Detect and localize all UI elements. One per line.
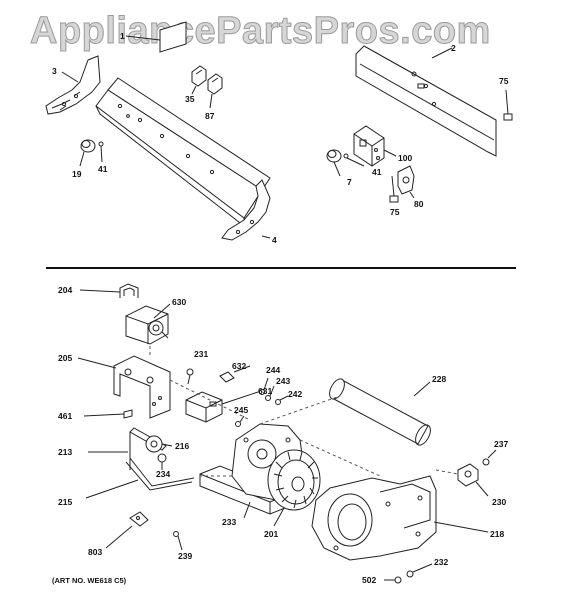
- callout-75a: 75: [499, 76, 509, 86]
- part-2-back-panel: [355, 45, 497, 157]
- callout-204: 204: [58, 285, 73, 295]
- part-631-switch: [185, 391, 259, 423]
- callout-234: 234: [156, 469, 171, 479]
- callout-244: 244: [266, 365, 281, 375]
- part-3-bracket: [45, 55, 101, 115]
- part-7-knob: [326, 149, 342, 177]
- callout-213: 213: [58, 447, 73, 457]
- part-41-clip-right: [343, 153, 365, 167]
- callout-218: 218: [490, 529, 505, 539]
- part-215-belt: [85, 457, 195, 499]
- part-242-clip: [275, 395, 289, 405]
- part-243-clip: [265, 385, 275, 401]
- callout-231: 231: [194, 349, 209, 359]
- callout-41b: 41: [372, 167, 382, 177]
- assembly-guide-lines: [149, 346, 459, 477]
- callout-19: 19: [72, 169, 82, 179]
- callout-631: 631: [258, 386, 273, 396]
- part-245-screw: [235, 415, 245, 427]
- callout-87: 87: [205, 111, 215, 121]
- part-232-screw: [406, 563, 433, 578]
- callout-461: 461: [58, 411, 73, 421]
- callout-75b: 75: [390, 207, 400, 217]
- callout-216: 216: [175, 441, 190, 451]
- part-80-socket: [397, 165, 415, 199]
- part-239-screw: [173, 531, 183, 551]
- part-234-idler: [157, 453, 167, 470]
- part-502-screw: [384, 576, 402, 584]
- callout-205: 205: [58, 353, 73, 363]
- callout-242: 242: [288, 389, 303, 399]
- part-1-plate: [125, 21, 187, 53]
- callout-215: 215: [58, 497, 73, 507]
- part-632-fuse: [219, 365, 251, 383]
- callout-245: 245: [234, 405, 249, 415]
- callout-35: 35: [185, 94, 195, 104]
- part-230-thermostat: [457, 463, 489, 497]
- part-803-terminal: [105, 511, 149, 549]
- callout-228: 228: [432, 374, 447, 384]
- callout-4: 4: [272, 235, 277, 245]
- part-100-switch: [353, 125, 397, 167]
- part-4-bracket: [221, 179, 271, 241]
- control-panel: [95, 77, 271, 228]
- callout-3: 3: [52, 66, 57, 76]
- part-216-pulley: [145, 435, 173, 453]
- callout-230: 230: [492, 497, 507, 507]
- callout-632: 632: [232, 361, 247, 371]
- part-237-screw: [482, 449, 497, 466]
- part-75-screw-lower: [389, 175, 399, 203]
- part-461-screw: [83, 409, 133, 419]
- callout-1: 1: [120, 31, 125, 41]
- callout-630: 630: [172, 297, 187, 307]
- part-244-clip: [259, 377, 269, 395]
- callout-80: 80: [414, 199, 424, 209]
- part-218-front-housing: [311, 475, 489, 561]
- callout-100: 100: [398, 153, 413, 163]
- part-35-clip: [191, 65, 207, 95]
- callout-237: 237: [494, 439, 509, 449]
- part-41-clip-left: [98, 141, 104, 163]
- art-number: (ART NO. WE618 C5): [52, 576, 127, 585]
- callout-7: 7: [347, 177, 352, 187]
- part-630-timer: [125, 303, 171, 345]
- part-231-screw: [186, 368, 194, 385]
- callout-201: 201: [264, 529, 279, 539]
- callout-243: 243: [276, 376, 291, 386]
- part-75-screw-top: [503, 89, 513, 121]
- callout-233: 233: [222, 517, 237, 527]
- callout-239: 239: [178, 551, 193, 561]
- callout-41a: 41: [98, 164, 108, 174]
- watermark: AppliancePartsPros.com: [30, 10, 491, 53]
- callout-232: 232: [434, 557, 449, 567]
- callout-2: 2: [451, 43, 456, 53]
- part-201-impeller: [267, 449, 321, 527]
- part-228-duct: [329, 378, 431, 446]
- callout-803: 803: [88, 547, 103, 557]
- callout-502: 502: [362, 575, 377, 585]
- part-87-clip: [207, 73, 223, 109]
- part-204-clip: [79, 283, 139, 298]
- part-19-knob: [79, 139, 96, 167]
- part-205-bracket: [77, 355, 171, 419]
